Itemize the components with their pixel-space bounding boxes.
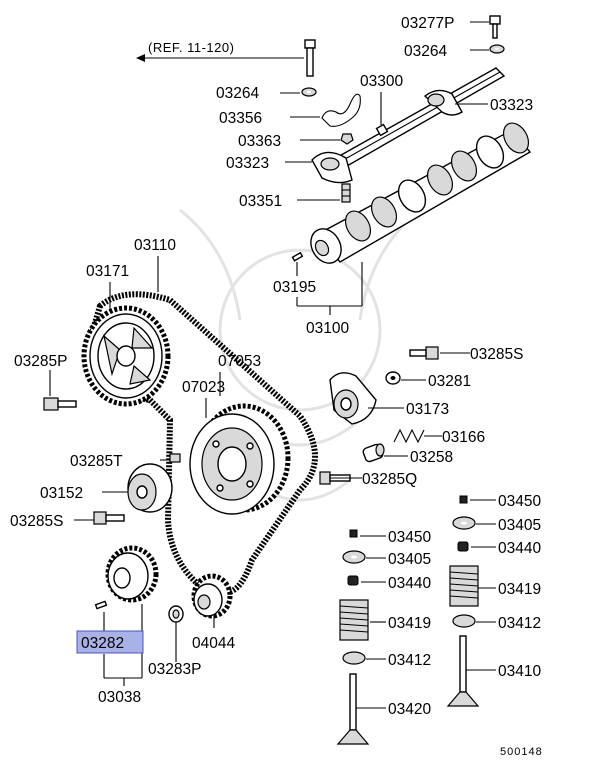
reference-text: (REF. 11-120) (148, 40, 234, 55)
part-03264-washer-left[interactable] (301, 87, 317, 97)
part-03166-spring[interactable] (393, 428, 425, 444)
part-03412-seat-left[interactable] (342, 651, 366, 665)
label-03285T: 03285T (70, 453, 123, 470)
label-03038: 03038 (98, 689, 141, 706)
label-03450-right: 03450 (498, 493, 541, 510)
label-03323-left: 03323 (226, 155, 269, 172)
part-ref-pin (304, 39, 316, 77)
label-03110: 03110 (134, 237, 176, 254)
part-03419-spring-left[interactable] (339, 599, 369, 641)
part-03450-keeper-right[interactable] (459, 495, 468, 504)
label-03440-left: 03440 (388, 575, 431, 592)
label-03450-left: 03450 (388, 529, 431, 546)
part-03440-seal-left[interactable] (347, 575, 359, 586)
part-03351-adjust-screw[interactable] (341, 183, 351, 203)
label-03351: 03351 (239, 193, 282, 210)
label-03300: 03300 (360, 73, 403, 90)
part-04044-pulley[interactable] (191, 573, 233, 619)
part-03171-cam-sprocket[interactable] (81, 305, 171, 407)
label-03420: 03420 (388, 701, 431, 718)
label-03171: 03171 (86, 263, 129, 280)
part-03285S-bolt-left[interactable] (93, 511, 125, 525)
part-03285S-bolt-right[interactable] (409, 346, 439, 360)
part-03412-seat-right[interactable] (452, 614, 476, 628)
ref-arrow: (REF. 11-120) (136, 40, 304, 62)
label-03323-right: 03323 (490, 97, 533, 114)
part-03282-key[interactable] (94, 600, 108, 610)
part-03282-crank-sprocket[interactable] (105, 545, 159, 603)
part-03420-valve[interactable] (336, 673, 370, 745)
part-03281-washer[interactable] (385, 371, 401, 385)
label-03410: 03410 (498, 663, 541, 680)
part-03285T-pin[interactable] (169, 453, 181, 463)
part-03283P-washer[interactable] (168, 605, 184, 623)
part-03100-camshaft[interactable] (305, 119, 534, 269)
part-03440-seal-right[interactable] (457, 541, 469, 552)
label-03419-left: 03419 (388, 615, 431, 632)
label-03152: 03152 (40, 485, 83, 502)
part-03323-rocker-arm-left[interactable] (311, 151, 353, 184)
label-03281: 03281 (428, 373, 471, 390)
label-03285P: 03285P (14, 353, 67, 370)
label-03285S-left: 03285S (10, 513, 63, 530)
label-03264-left: 03264 (216, 85, 259, 102)
label-03282-highlight[interactable] (76, 630, 144, 654)
part-07053-crank-sprocket[interactable] (189, 403, 291, 515)
part-03264-washer-top[interactable] (489, 44, 505, 54)
label-03405-left: 03405 (388, 551, 431, 568)
label-03285S-right: 03285S (470, 346, 523, 363)
part-03152-idler-pulley[interactable] (127, 463, 173, 513)
label-03100: 03100 (306, 320, 349, 337)
part-03450-keeper-left[interactable] (349, 529, 358, 538)
label-03419-right: 03419 (498, 581, 541, 598)
label-03258: 03258 (410, 449, 453, 466)
part-03173-tensioner[interactable] (329, 372, 377, 425)
part-03277P-bolt[interactable] (489, 15, 501, 39)
part-03410-valve[interactable] (446, 635, 480, 707)
part-03285P-bolt[interactable] (43, 397, 77, 411)
part-03363-nut[interactable] (340, 133, 354, 145)
part-03405-retainer-right[interactable] (452, 516, 476, 530)
label-07053: 07053 (218, 353, 261, 370)
label-03356: 03356 (219, 110, 262, 127)
label-03282: 03282 (81, 635, 124, 652)
part-03195-pin[interactable] (291, 251, 304, 262)
label-03412-left: 03412 (388, 652, 431, 669)
part-03405-retainer-left[interactable] (342, 550, 366, 564)
part-03323-rocker-arm-right[interactable] (423, 89, 463, 116)
label-03412-right: 03412 (498, 615, 541, 632)
part-03419-spring-right[interactable] (449, 565, 479, 607)
part-03258-pusher[interactable] (362, 443, 385, 463)
label-03363: 03363 (238, 133, 281, 150)
label-07023: 07023 (182, 379, 225, 396)
label-03283P: 03283P (148, 661, 201, 678)
label-03440-right: 03440 (498, 540, 541, 557)
label-03264-top: 03264 (404, 43, 447, 60)
label-03405-right: 03405 (498, 517, 541, 534)
label-03285Q: 03285Q (362, 471, 417, 488)
label-03277P: 03277P (401, 15, 454, 32)
label-03166: 03166 (442, 429, 485, 446)
label-03195: 03195 (273, 279, 316, 296)
bracket-03100 (296, 262, 363, 315)
label-03173: 03173 (406, 401, 449, 418)
bracket-03038 (103, 654, 143, 686)
footer-code: 500148 (500, 746, 543, 758)
part-03110-timing-belt[interactable] (86, 291, 318, 595)
label-04044: 04044 (192, 635, 235, 652)
part-03356-clip[interactable] (321, 93, 361, 127)
